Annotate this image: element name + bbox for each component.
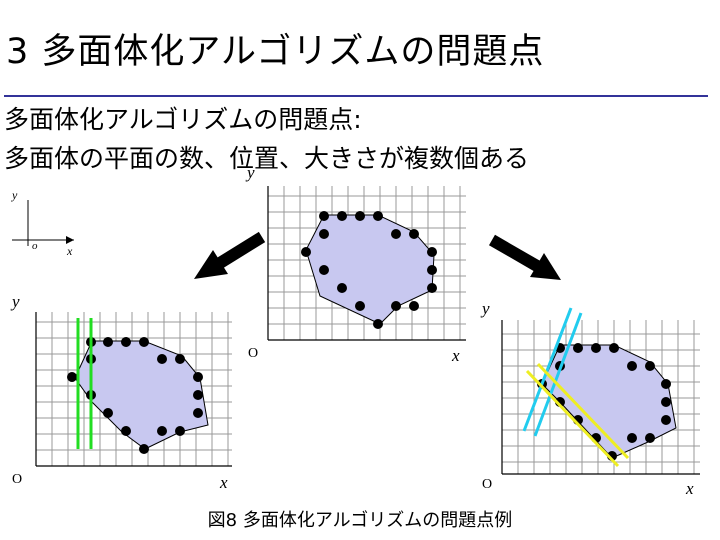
figure-caption: 図8 多面体化アルゴリズムの問題点例 [207, 510, 513, 531]
y-label: y [10, 292, 20, 311]
polygon [305, 214, 435, 325]
origin-label: O [12, 472, 22, 487]
y-label: y [245, 163, 255, 182]
panel-center: y x O [245, 163, 466, 365]
y-label: y [480, 299, 490, 318]
legend-y-label: y [11, 188, 18, 202]
problem-heading: 多面体化アルゴリズムの問題点: [4, 105, 362, 134]
x-label: x [685, 479, 694, 498]
green-lines [76, 318, 93, 449]
panel-right: y x O [480, 299, 700, 498]
origin-label: O [248, 346, 258, 361]
x-label: x [451, 346, 460, 365]
yellow-lines [525, 362, 630, 468]
x-label: x [219, 473, 228, 492]
cyan-lines [522, 307, 583, 437]
panel-left: y x O [10, 292, 232, 492]
legend-origin-label: o [32, 240, 38, 252]
origin-label: O [482, 477, 492, 492]
legend-x-label: x [66, 244, 73, 258]
problem-description: 多面体の平面の数、位置、大きさが複数個ある [4, 144, 530, 173]
arrow-right [488, 234, 561, 280]
arrow-left [194, 231, 266, 279]
points [301, 211, 437, 329]
points [67, 337, 203, 454]
axis-legend: y x o [11, 188, 74, 258]
title-rule [4, 95, 708, 97]
slide-title: 3 多面体化アルゴリズムの問題点 [6, 32, 545, 72]
